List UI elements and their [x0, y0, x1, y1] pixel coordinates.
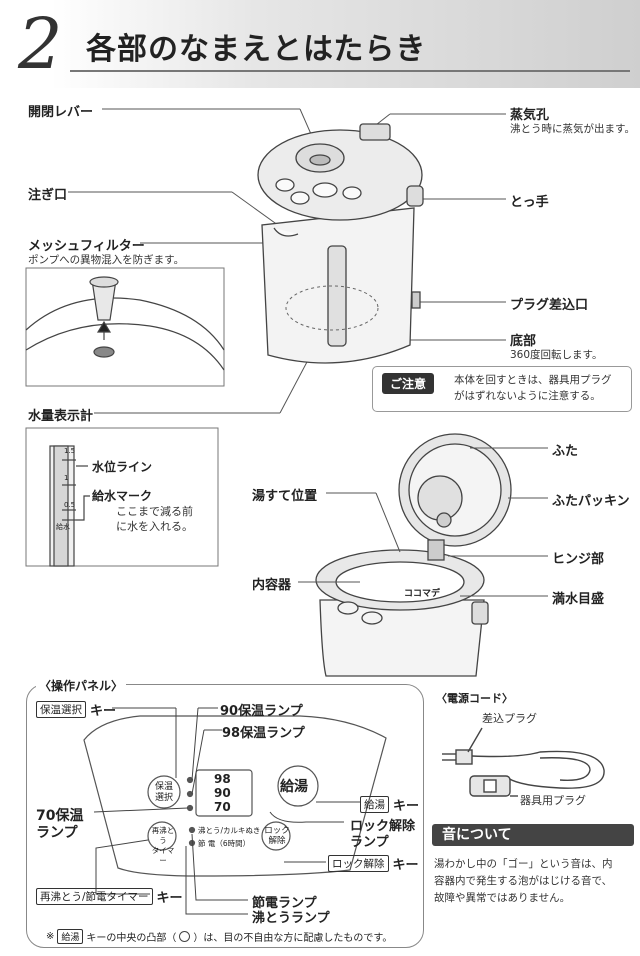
gauge-tick-05: 0.5: [64, 501, 76, 509]
appliance-plug-label: 器具用プラグ: [520, 794, 586, 807]
panel-title: 〈操作パネル〉: [36, 677, 127, 694]
key-suffix: キー: [393, 799, 420, 814]
gauge-tick-15: 1.5: [64, 447, 76, 455]
lamp-70-label-1: 70保温: [36, 808, 84, 824]
temp-display: 98 90 70: [214, 772, 231, 814]
handle-label: とっ手: [510, 195, 549, 210]
discard-position-label: 湯すて位置: [252, 489, 318, 504]
lamp-98-label: 98保温ランプ: [222, 726, 305, 741]
plug-inlet-label: プラグ差込口: [510, 298, 589, 313]
caution-text-1: 本体を回すときは、器具用プラグ: [454, 374, 612, 386]
spout-label: 注ぎ口: [28, 188, 68, 203]
note-mark: ※: [46, 931, 55, 942]
gauge-tick-1: 1: [64, 474, 69, 482]
hoon-key-label: 保温選択 キー: [36, 700, 116, 719]
lock-key-label: ロック解除 キー: [328, 854, 419, 873]
operation-panel: [26, 684, 424, 948]
sound-heading: 音について: [432, 824, 634, 846]
bottom-label: 底部: [510, 334, 537, 349]
lamp-90-label: 90保温ランプ: [220, 704, 303, 719]
caution-badge: ご注意: [382, 373, 435, 394]
kyuto-key-box: 給湯: [360, 796, 389, 813]
header-divider: [70, 70, 630, 72]
hoon-key-box: 保温選択: [36, 701, 86, 718]
sound-text-2: 容器内で発生する泡がはじける音で、: [434, 875, 613, 887]
bottom-desc: 360度回転します。: [510, 349, 603, 361]
inner-container-label: 内容器: [252, 578, 292, 593]
key-suffix: キー: [156, 891, 183, 906]
full-mark-text: ココマデ: [404, 589, 441, 599]
setsuden-lamp-label: 節電ランプ: [252, 896, 317, 911]
reboil-timer-button[interactable]: 再沸とう タイマー: [150, 826, 176, 866]
hinge-label: ヒンジ部: [552, 552, 605, 567]
panel-note: ※ 給湯 キーの中央の凸部（ ）は、目の不自由な方に配慮したものです。: [46, 929, 392, 944]
lock-btn-line1: ロック: [264, 826, 290, 836]
reboil-key-label: 再沸とう/節電タイマー キー: [36, 887, 183, 906]
lock-release-button[interactable]: ロック 解除: [264, 826, 290, 846]
note-text-post: ）は、目の不自由な方に配慮したものです。: [193, 933, 393, 944]
lock-lamp-label-2: ランプ: [350, 835, 389, 850]
temp-90: 90: [214, 786, 231, 800]
futto-lamp-label: 沸とうランプ: [252, 911, 330, 926]
hoon-select-button[interactable]: 保温 選択: [150, 782, 178, 804]
temp-98: 98: [214, 772, 231, 786]
refill-desc-2: に水を入れる。: [116, 520, 193, 533]
hoon-btn-line1: 保温: [154, 782, 173, 792]
note-key-box: 給湯: [57, 929, 84, 944]
mesh-filter-label: メッシュフィルター: [28, 239, 145, 254]
kyuto-button[interactable]: 給湯: [280, 779, 308, 795]
gauge-tick-refill: 給水: [56, 523, 70, 531]
bump-icon: [179, 931, 191, 942]
page-title: 各部のなまえとはたらき: [86, 32, 427, 67]
hoon-btn-line2: 選択: [154, 793, 173, 803]
mesh-filter-desc: ポンプへの異物混入を防ぎます。: [28, 254, 185, 266]
lock-key-box: ロック解除: [328, 855, 389, 872]
indicator-setsuden: 節 電（6時間）: [198, 839, 251, 848]
plug-in-label: 差込プラグ: [482, 712, 537, 725]
reboil-btn-line2: タイマー: [151, 846, 175, 865]
full-mark-label: 満水目盛: [552, 592, 605, 607]
kyuto-key-label: 給湯 キー: [360, 795, 419, 814]
indicator-boil: 沸とう/カルキぬき: [198, 826, 261, 835]
refill-desc-1: ここまで減る前: [116, 505, 193, 518]
lock-lamp-label-1: ロック解除: [350, 819, 416, 834]
steam-vent-label: 蒸気孔: [510, 108, 550, 123]
lid-label: ふた: [552, 444, 579, 459]
steam-vent-desc: 沸とう時に蒸気が出ます。: [510, 123, 635, 135]
section-number: 2: [18, 3, 63, 85]
reboil-key-box: 再沸とう/節電タイマー: [36, 888, 153, 905]
caution-text-2: がはずれないように注意する。: [454, 390, 601, 402]
key-suffix: キー: [392, 858, 419, 873]
lock-btn-line2: 解除: [268, 836, 286, 846]
lever-label: 開閉レバー: [28, 105, 94, 120]
note-text-mid: キーの中央の凸部（: [86, 933, 177, 944]
gauge-label: 水量表示計: [28, 409, 94, 424]
cord-title: 〈電源コード〉: [436, 692, 513, 705]
temp-70: 70: [214, 800, 231, 814]
sound-text-1: 湯わかし中の「ゴー」という音は、内: [434, 858, 613, 870]
refill-mark-label: 給水マーク: [92, 489, 153, 503]
lamp-70-label-2: ランプ: [36, 825, 78, 841]
lid-packing-label: ふたパッキン: [552, 494, 630, 509]
reboil-btn-line1: 再沸とう: [151, 826, 175, 845]
key-suffix: キー: [90, 704, 117, 719]
section-header: [0, 0, 640, 88]
water-line-label: 水位ライン: [92, 460, 153, 474]
sound-text-3: 故障や異常ではありません。: [434, 892, 571, 904]
